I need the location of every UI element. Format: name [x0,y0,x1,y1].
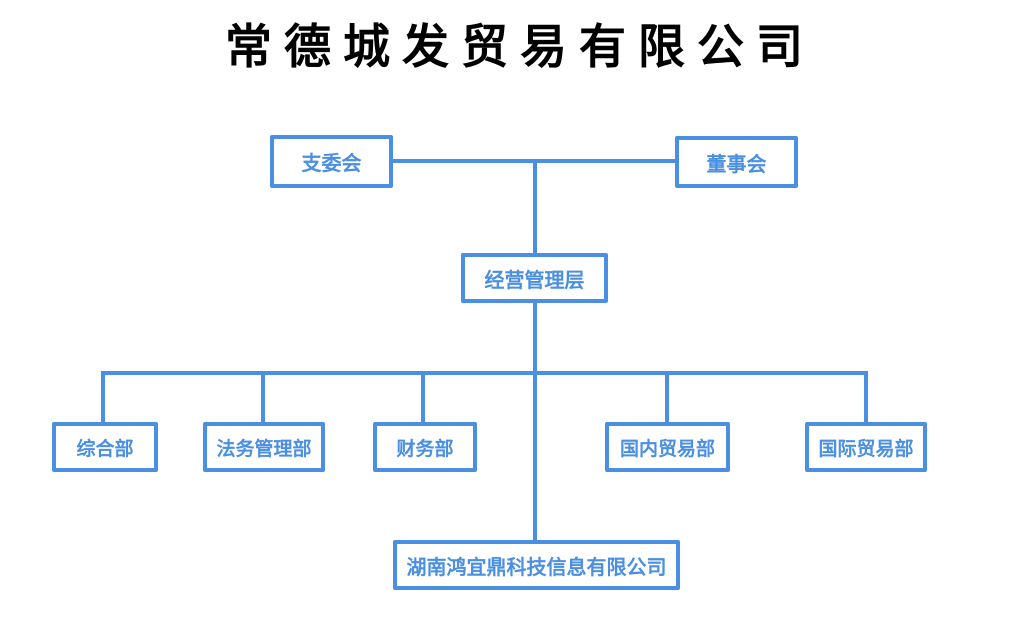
node-management-layer-label: 经营管理层 [484,269,585,292]
node-legal-dept-label: 法务管理部 [216,438,312,460]
node-legal-dept: 法务管理部 [203,422,325,472]
node-finance-dept: 财务部 [373,422,477,472]
node-board-of-directors: 董事会 [675,136,798,188]
node-branch-committee: 支委会 [270,135,393,188]
node-domestic-trade-dept-label: 国内贸易部 [619,438,715,460]
connector-drop-international [864,373,868,424]
connector-department-bus [101,371,868,375]
node-branch-committee-label: 支委会 [301,153,362,175]
node-general-dept: 综合部 [52,422,158,472]
node-domestic-trade-dept: 国内贸易部 [605,422,730,472]
node-subsidiary-company-label: 湖南鸿宜鼎科技信息有限公司 [406,556,667,579]
node-subsidiary-company: 湖南鸿宜鼎科技信息有限公司 [393,540,680,590]
node-international-trade-dept-label: 国际贸易部 [818,438,914,460]
connector-management-to-subsidiary [533,301,537,542]
connector-drop-legal [261,373,265,424]
connector-drop-finance [421,373,425,424]
connector-top-to-management [533,161,537,255]
node-general-dept-label: 综合部 [76,438,134,460]
connector-drop-general [101,373,105,424]
page-title: 常德城发贸易有限公司 [225,22,815,74]
connector-drop-domestic [665,373,669,424]
node-international-trade-dept: 国际贸易部 [805,422,927,472]
node-management-layer: 经营管理层 [461,253,608,303]
node-finance-dept-label: 财务部 [396,438,454,460]
node-board-of-directors-label: 董事会 [706,153,767,176]
